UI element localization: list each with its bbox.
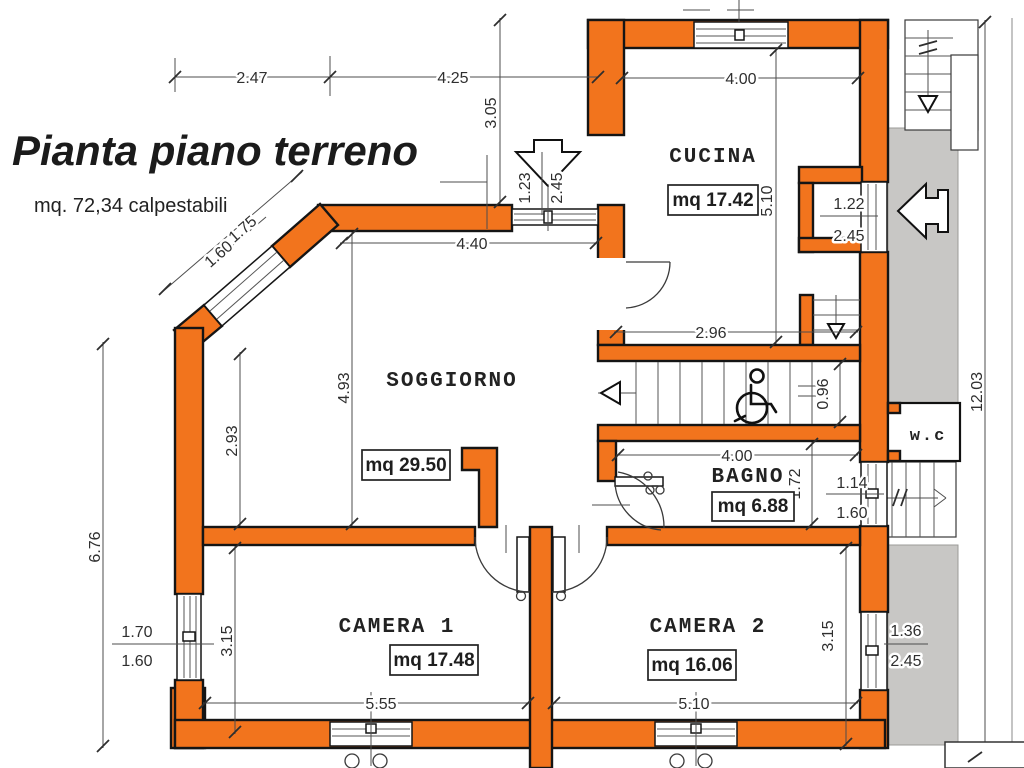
dim-hall-w: 2.96 bbox=[695, 325, 726, 342]
dim-diag-win-w2: 1.60 bbox=[202, 238, 237, 271]
door-bagno bbox=[614, 476, 665, 531]
area-box-cucina bbox=[667, 184, 759, 216]
dim-top-vert: 3.05 bbox=[483, 97, 500, 128]
area-label-bagno: mq 6.88 bbox=[718, 496, 789, 517]
door-camera1 bbox=[474, 536, 531, 602]
window-cucina bbox=[693, 21, 789, 49]
area-label-camera1: mq 17.48 bbox=[393, 650, 474, 671]
dim-sogg-h: 4.93 bbox=[336, 372, 353, 403]
door-camera2 bbox=[551, 536, 608, 602]
area-box-camera1 bbox=[389, 644, 479, 676]
page-title: Pianta piano terreno bbox=[12, 127, 418, 174]
dim-top-mid: 4.25 bbox=[437, 70, 468, 87]
dim-bagno-w: 4.00 bbox=[721, 448, 752, 465]
stamp-box bbox=[944, 741, 1024, 768]
door-cucina bbox=[596, 258, 671, 330]
dim-hall-h: 0.96 bbox=[815, 378, 832, 409]
dim-bagno-win-w: 1.14 bbox=[836, 475, 867, 492]
staircase-top-right bbox=[904, 19, 979, 151]
walkway-left-arrow-icon bbox=[896, 181, 949, 241]
dimension-lines bbox=[96, 0, 1013, 768]
area-label-camera2: mq 16.06 bbox=[651, 655, 732, 676]
window-camera2-right bbox=[860, 611, 888, 691]
dim-sogg-left: 2.93 bbox=[224, 425, 241, 456]
page-subtitle: mq. 72,34 calpestabili bbox=[34, 195, 227, 217]
dim-right-total: 12.03 bbox=[969, 372, 986, 412]
dim-cam2-h: 3.15 bbox=[820, 620, 837, 651]
room-label-bagno: BAGNO bbox=[711, 466, 784, 489]
dim-entry-h: 2.45 bbox=[549, 172, 566, 203]
room-wc: w.c bbox=[886, 401, 962, 463]
room-label-camera1: CAMERA 1 bbox=[339, 616, 456, 639]
window-left bbox=[176, 593, 202, 681]
dim-cam1-w: 5.55 bbox=[365, 696, 396, 713]
steps-down-arrow-icon bbox=[826, 323, 846, 341]
windows-and-doors bbox=[176, 21, 888, 747]
dim-entry-w: 1.23 bbox=[517, 172, 534, 203]
room-label-wc: w.c bbox=[910, 427, 947, 446]
dim-diag-win-w: 1.75 bbox=[226, 213, 261, 246]
external-walkway-bottom bbox=[887, 544, 959, 746]
area-box-bagno bbox=[711, 491, 795, 522]
dim-cam2-win-w: 1.36 bbox=[890, 623, 921, 640]
dim-cam1-h: 3.15 bbox=[219, 625, 236, 656]
dim-bagno-win-h: 1.60 bbox=[836, 505, 867, 522]
dim-door-right-w: 1.22 bbox=[833, 196, 864, 213]
area-box-camera2 bbox=[647, 649, 737, 681]
dim-cam2-win-h: 2.45 bbox=[890, 653, 921, 670]
room-labels: CUCINA mq 17.42 SOGGIORNO mq 29.50 BAGNO… bbox=[339, 146, 795, 681]
entrance-arrow-icon bbox=[513, 139, 583, 231]
dim-left-total: 6.76 bbox=[87, 531, 104, 562]
corridor-left-arrow-icon bbox=[599, 380, 621, 406]
dim-top-left: 2.47 bbox=[236, 70, 267, 87]
dim-cucina-w: 4.00 bbox=[725, 71, 756, 88]
room-label-cucina: CUCINA bbox=[669, 146, 757, 169]
room-label-camera2: CAMERA 2 bbox=[650, 616, 767, 639]
stairs-up-arrow-icon bbox=[933, 488, 947, 508]
dim-cam2-w: 5.10 bbox=[678, 696, 709, 713]
area-box-soggiorno bbox=[361, 449, 451, 481]
entrance-door bbox=[511, 208, 599, 226]
wheelchair-icon bbox=[733, 368, 778, 425]
window-diagonal bbox=[202, 244, 292, 328]
door-exterior-right bbox=[860, 181, 888, 253]
dim-cucina-h: 5.10 bbox=[759, 185, 776, 216]
dim-left-win-h: 1.60 bbox=[121, 653, 152, 670]
dim-door-right-h: 2.45 bbox=[833, 228, 864, 245]
internal-steps bbox=[813, 295, 860, 341]
bathtub bbox=[617, 471, 665, 529]
dim-sogg-top: 4.40 bbox=[456, 236, 487, 253]
external-walkway-top bbox=[887, 127, 959, 406]
area-label-cucina: mq 17.42 bbox=[672, 190, 753, 211]
dim-left-win-w: 1.70 bbox=[121, 624, 152, 641]
stairs-down-arrow-icon bbox=[917, 95, 939, 115]
area-label-soggiorno: mq 29.50 bbox=[365, 455, 446, 476]
corridor-ramp bbox=[598, 362, 816, 425]
room-label-soggiorno: SOGGIORNO bbox=[386, 370, 517, 393]
